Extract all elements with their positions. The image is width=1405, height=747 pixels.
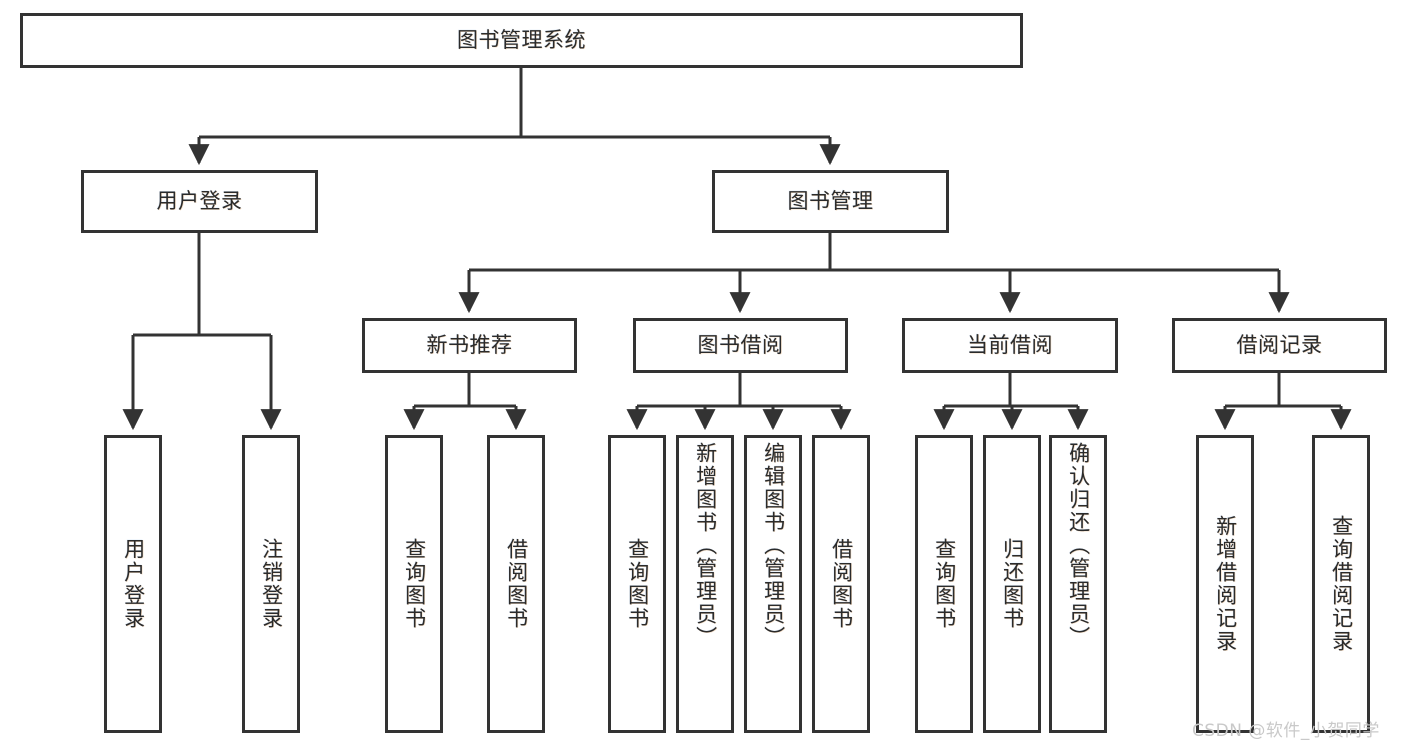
node-book-borrow-label: 图书借阅 xyxy=(697,333,784,358)
leaf-return-book[interactable]: 归还图书 xyxy=(983,435,1041,733)
leaf-logout-label: 注销登录 xyxy=(259,538,284,630)
node-current-borrow-label: 当前借阅 xyxy=(967,333,1053,358)
node-borrow-record-label: 借阅记录 xyxy=(1236,333,1323,358)
node-user-login-label: 用户登录 xyxy=(156,189,243,214)
leaf-confirm-return-admin[interactable]: 确认归还（管理员） xyxy=(1049,435,1107,733)
leaf-confirm-return-admin-label: 确认归还（管理员） xyxy=(1066,442,1091,649)
leaf-return-book-label: 归还图书 xyxy=(1000,538,1025,630)
leaf-add-borrow-record[interactable]: 新增借阅记录 xyxy=(1196,435,1254,733)
node-current-borrow[interactable]: 当前借阅 xyxy=(902,318,1118,373)
leaf-user-login-label: 用户登录 xyxy=(121,538,146,630)
leaf-query-book-borrow-label: 查询图书 xyxy=(625,538,650,630)
leaf-query-book-current[interactable]: 查询图书 xyxy=(915,435,973,733)
leaf-user-login[interactable]: 用户登录 xyxy=(104,435,162,733)
leaf-query-book-newbook[interactable]: 查询图书 xyxy=(385,435,443,733)
node-book-management[interactable]: 图书管理 xyxy=(712,170,949,233)
leaf-borrow-book[interactable]: 借阅图书 xyxy=(812,435,870,733)
leaf-query-borrow-record[interactable]: 查询借阅记录 xyxy=(1312,435,1370,733)
node-root[interactable]: 图书管理系统 xyxy=(20,13,1023,68)
leaf-query-book-newbook-label: 查询图书 xyxy=(402,538,427,630)
leaf-query-book-current-label: 查询图书 xyxy=(932,538,957,630)
leaf-query-borrow-record-label: 查询借阅记录 xyxy=(1329,515,1354,653)
leaf-add-book-admin[interactable]: 新增图书（管理员） xyxy=(676,435,734,733)
leaf-add-book-admin-label: 新增图书（管理员） xyxy=(693,442,718,649)
csdn-watermark: CSDN @软件_小贺同学 xyxy=(1192,721,1380,741)
leaf-borrow-book-newbook-label: 借阅图书 xyxy=(504,538,529,630)
leaf-query-book-borrow[interactable]: 查询图书 xyxy=(608,435,666,733)
leaf-borrow-book-newbook[interactable]: 借阅图书 xyxy=(487,435,545,733)
node-new-book-recommend-label: 新书推荐 xyxy=(426,333,513,358)
node-user-login[interactable]: 用户登录 xyxy=(81,170,318,233)
leaf-edit-book-admin-label: 编辑图书（管理员） xyxy=(761,442,786,649)
node-root-label: 图书管理系统 xyxy=(457,28,586,53)
node-borrow-record[interactable]: 借阅记录 xyxy=(1172,318,1387,373)
leaf-edit-book-admin[interactable]: 编辑图书（管理员） xyxy=(744,435,802,733)
node-new-book-recommend[interactable]: 新书推荐 xyxy=(362,318,577,373)
leaf-add-borrow-record-label: 新增借阅记录 xyxy=(1213,515,1238,653)
node-book-management-label: 图书管理 xyxy=(787,189,874,214)
node-book-borrow[interactable]: 图书借阅 xyxy=(633,318,848,373)
leaf-borrow-book-label: 借阅图书 xyxy=(829,538,854,630)
leaf-logout[interactable]: 注销登录 xyxy=(242,435,300,733)
